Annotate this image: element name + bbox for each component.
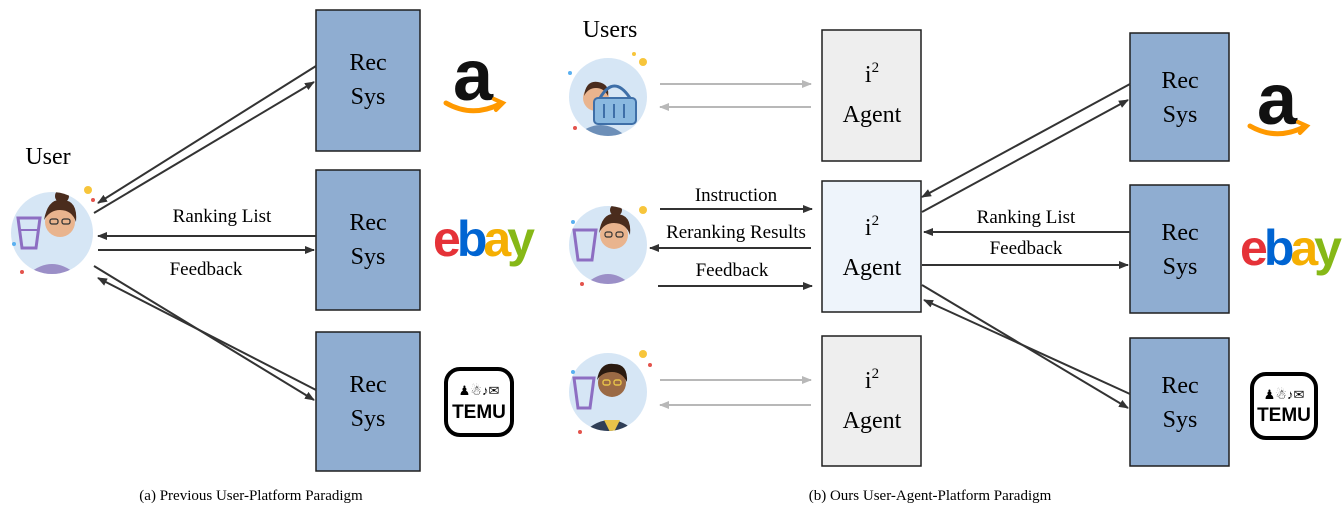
user-avatar-b2 bbox=[569, 206, 647, 286]
arrow-amazon-to-user bbox=[97, 65, 317, 204]
temu-logo: ♟☃♪✉ TEMU bbox=[1250, 372, 1318, 440]
temu-logo: ♟☃♪✉ TEMU bbox=[444, 367, 514, 437]
panel-a: User Rec Sys Rec Sys bbox=[11, 9, 539, 504]
arrow-user-to-amazon bbox=[93, 81, 315, 214]
agent-label: Agent bbox=[843, 102, 902, 128]
ebay-logo: ebay bbox=[433, 211, 539, 267]
feedback-label: Feedback bbox=[170, 259, 243, 280]
recsys-label: Rec bbox=[349, 210, 386, 236]
ranking-list-label: Ranking List bbox=[173, 206, 272, 227]
svg-text:ebay: ebay bbox=[433, 211, 535, 267]
recsys-label: Sys bbox=[351, 84, 386, 110]
recsys-label: Sys bbox=[1163, 102, 1198, 128]
user-avatar-b1 bbox=[568, 52, 647, 136]
users-label: Users bbox=[583, 17, 638, 43]
recsys-box-amazon-a bbox=[315, 9, 421, 152]
recsys-label: Sys bbox=[351, 406, 386, 432]
recsys-box-amazon-b bbox=[1129, 32, 1230, 162]
temu-word: TEMU bbox=[1257, 405, 1311, 426]
caption-a: (a) Previous User-Platform Paradigm bbox=[139, 488, 363, 504]
user-label: User bbox=[25, 144, 70, 170]
recsys-box-temu-b bbox=[1129, 337, 1230, 467]
arrow-agent-to-temu bbox=[921, 284, 1129, 409]
arrow-user-to-temu bbox=[93, 265, 315, 401]
caption-b: (b) Ours User-Agent-Platform Paradigm bbox=[809, 488, 1052, 504]
recsys-box-ebay-a bbox=[315, 169, 421, 311]
agent-label: Agent bbox=[843, 408, 902, 434]
ebay-letter-y: y bbox=[1314, 220, 1342, 276]
recsys-box-ebay-b bbox=[1129, 184, 1230, 314]
ebay-letter-y: y bbox=[507, 211, 535, 267]
agent-box-1 bbox=[821, 29, 922, 162]
user-avatar-b3 bbox=[569, 350, 652, 434]
recsys-label: Rec bbox=[1161, 373, 1198, 399]
ebay-letter-b: b bbox=[1264, 220, 1293, 276]
arrow-amazon-to-agent bbox=[921, 83, 1131, 198]
amazon-letter: a bbox=[453, 36, 494, 116]
temu-word: TEMU bbox=[452, 402, 506, 423]
svg-text:ebay: ebay bbox=[1240, 220, 1342, 276]
reranking-label: Reranking Results bbox=[666, 222, 806, 243]
feedback-label-b: Feedback bbox=[696, 260, 769, 281]
amazon-letter: a bbox=[1257, 60, 1298, 140]
agent-label: i2 bbox=[865, 366, 879, 394]
amazon-logo: a bbox=[443, 36, 507, 116]
ebay-logo: ebay bbox=[1240, 220, 1343, 276]
recsys-label: Rec bbox=[1161, 68, 1198, 94]
recsys-label: Sys bbox=[1163, 407, 1198, 433]
recsys-label: Rec bbox=[349, 372, 386, 398]
recsys-label: Sys bbox=[1163, 254, 1198, 280]
agent-label: i2 bbox=[865, 213, 879, 241]
temu-glyphs: ♟☃♪✉ bbox=[1264, 386, 1305, 402]
ebay-letter-b: b bbox=[457, 211, 486, 267]
agent-label: Agent bbox=[843, 255, 902, 281]
recsys-box-temu-a bbox=[315, 331, 421, 472]
panel-b: Users bbox=[568, 17, 1343, 504]
amazon-logo: a bbox=[1247, 60, 1311, 140]
arrow-agent-to-amazon bbox=[921, 99, 1129, 213]
recsys-label: Rec bbox=[1161, 220, 1198, 246]
recsys-label: Sys bbox=[351, 244, 386, 270]
agent-label: i2 bbox=[865, 60, 879, 88]
agent-box-2 bbox=[821, 180, 922, 313]
instruction-label: Instruction bbox=[695, 185, 778, 206]
user-avatar-a bbox=[11, 186, 95, 274]
recsys-label: Rec bbox=[349, 50, 386, 76]
agent-box-3 bbox=[821, 335, 922, 467]
temu-glyphs: ♟☃♪✉ bbox=[459, 382, 500, 398]
feedback-label-right: Feedback bbox=[990, 238, 1063, 259]
ranking-list-label-b: Ranking List bbox=[977, 207, 1076, 228]
